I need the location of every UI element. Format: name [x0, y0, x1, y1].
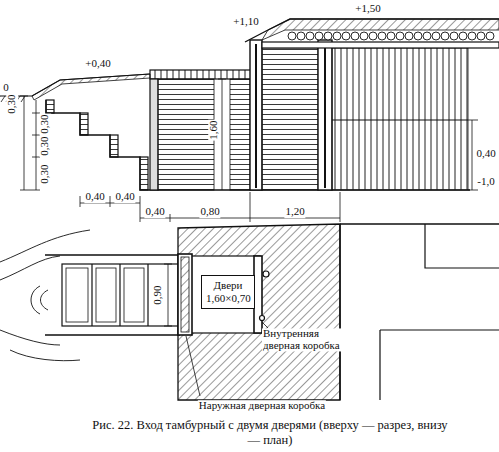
elevation-mark: +0,40 — [84, 58, 111, 70]
dimension: 0,30 — [39, 135, 51, 156]
dimension: 1,20 — [284, 206, 305, 218]
elevation-mark: +1,50 — [354, 3, 381, 15]
door-label: Двери 1,60×0,70 — [206, 279, 250, 304]
callout-text: Наружная дверная коробка — [198, 400, 326, 412]
dimension: 0,90 — [152, 284, 164, 305]
plan-view — [0, 224, 499, 400]
figure-caption: Рис. 22. Вход тамбурный с двумя дверями … — [90, 418, 450, 448]
elevation-mark: -1,0 — [476, 176, 495, 188]
callout-text: Внутренняя дверная коробка — [262, 328, 342, 351]
dimension: 0,40 — [84, 191, 105, 203]
dimension: 0,30 — [39, 113, 51, 134]
section-view — [0, 19, 499, 222]
dimension: 0,40 — [114, 191, 135, 203]
dimension: 0,40 — [144, 206, 165, 218]
dimension: 1,60 — [208, 119, 220, 140]
dimension: 0,30 — [39, 163, 51, 184]
elevation-mark: +1,10 — [232, 16, 259, 28]
dimension: 0,40 — [475, 148, 496, 160]
dimension: 0,30 — [6, 93, 18, 114]
door-box: Двери 1,60×0,70 — [201, 275, 255, 308]
dimension: 0,80 — [199, 206, 220, 218]
elevation-mark: 0 — [2, 82, 10, 94]
